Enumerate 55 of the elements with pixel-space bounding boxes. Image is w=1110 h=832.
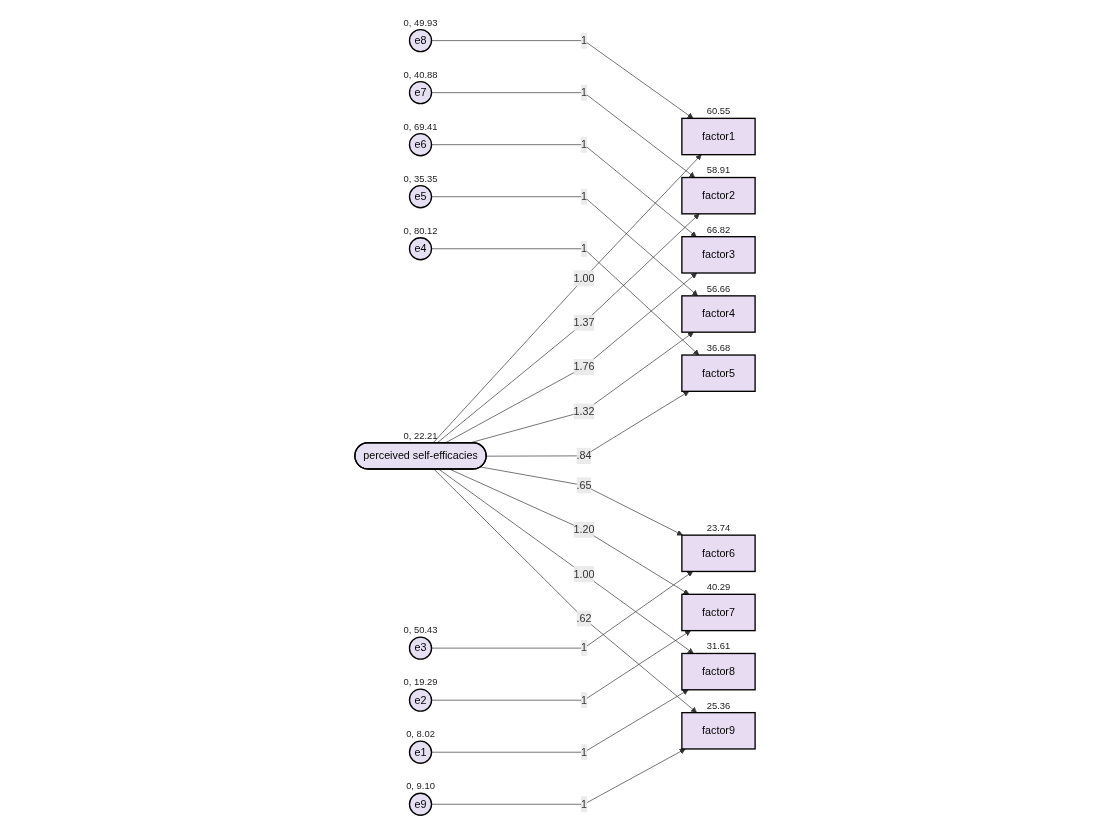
edge-label: .62 [576,612,592,624]
value-label: 60.55 [706,105,731,117]
node-circle: e2 [408,688,433,712]
edge-label: 1 [581,642,587,654]
value-label: 0, 69.41 [403,120,438,132]
edge-label: .84 [576,449,592,462]
edge-label: 1 [581,242,587,255]
node-box: factor1 [681,117,756,156]
node-circle: e4 [408,237,433,261]
value-label: 0, 19.29 [403,676,438,688]
value-label: 0, 50.43 [403,624,438,636]
value-label: 0, 8.02 [406,728,435,740]
node-box: factor4 [681,295,756,333]
node-box: factor6 [681,534,756,573]
value-label: 40.29 [706,581,731,593]
node-circle: e6 [408,133,433,157]
node-box: factor9 [681,712,756,750]
edge-label: 1 [581,798,587,810]
value-label: 66.82 [706,223,731,235]
edge-label: 1 [581,34,587,46]
node-box: factor2 [681,176,756,215]
node-circle: e1 [408,740,433,764]
edge-label: 1.32 [573,405,595,417]
value-label: 58.91 [706,164,731,176]
node-circle: e9 [408,792,433,816]
edge-label: 1 [581,694,587,706]
edge-label: 1 [581,86,587,99]
value-label: 0, 49.93 [403,16,438,28]
edge-label: .65 [576,479,592,491]
value-label: 25.36 [706,699,731,711]
value-label: 0, 40.88 [403,68,438,80]
node-box: factor7 [681,593,756,632]
edge-label: 1 [581,190,587,203]
edge-label: 1 [581,138,587,151]
node-circle: e3 [408,636,433,660]
edge-label: 1 [581,746,587,758]
value-label: 0, 9.10 [406,780,435,792]
node-circle: e5 [408,185,433,209]
node-circle: e8 [408,28,433,53]
node-box: factor5 [681,354,756,392]
value-label: 56.66 [706,282,731,294]
edge-label: 1.37 [573,316,595,329]
node-box: factor8 [681,652,756,691]
edge-label: 1.00 [573,568,595,580]
edge-label: 1.00 [573,272,595,284]
value-label: 31.61 [706,640,731,652]
edge-label: 1.20 [573,523,595,536]
edge-label: 1.76 [573,361,595,373]
value-label: 0, 80.12 [403,224,438,236]
value-label: 0, 22.21 [403,429,438,441]
node-circle: e7 [408,80,433,105]
value-label: 36.68 [706,342,731,353]
value-label: 0, 35.35 [403,172,438,184]
value-label: 23.74 [706,522,731,534]
node-box: factor3 [681,236,756,274]
